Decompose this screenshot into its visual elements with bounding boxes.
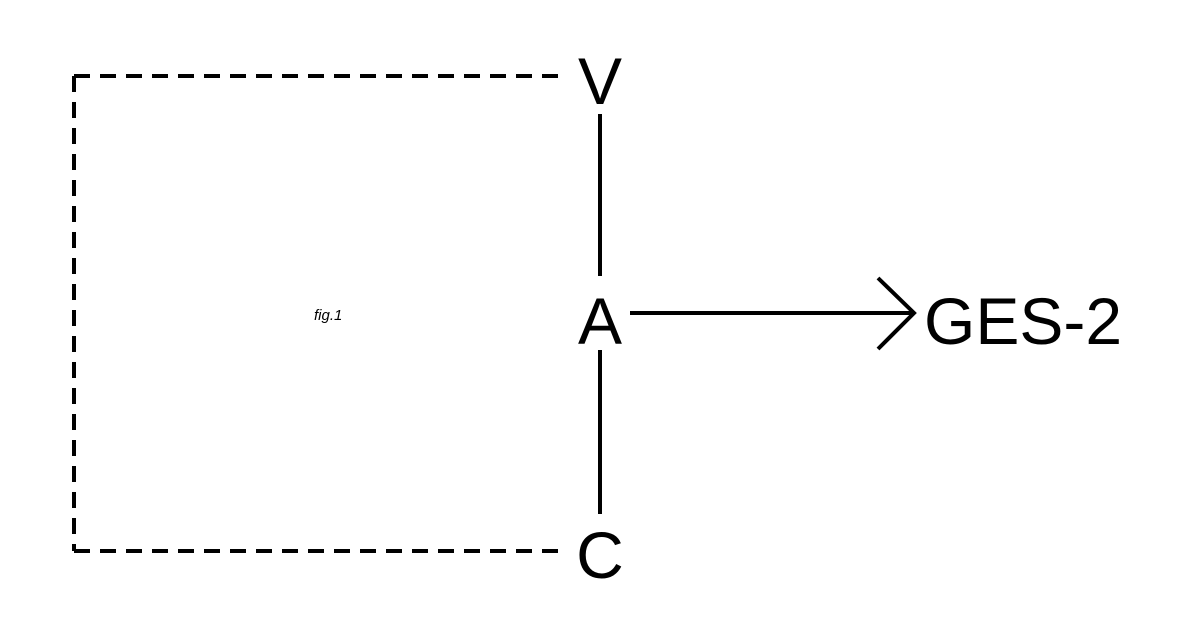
arrow-head-icon xyxy=(876,276,917,351)
node-middle-label: A xyxy=(578,284,622,358)
dashed-frame xyxy=(72,74,568,553)
arrow-to-target xyxy=(630,276,917,351)
node-bottom-label: C xyxy=(576,518,624,592)
node-top-label: V xyxy=(578,44,622,118)
figure-caption: fig.1 xyxy=(314,307,342,324)
node-target-label: GES-2 xyxy=(924,284,1122,358)
